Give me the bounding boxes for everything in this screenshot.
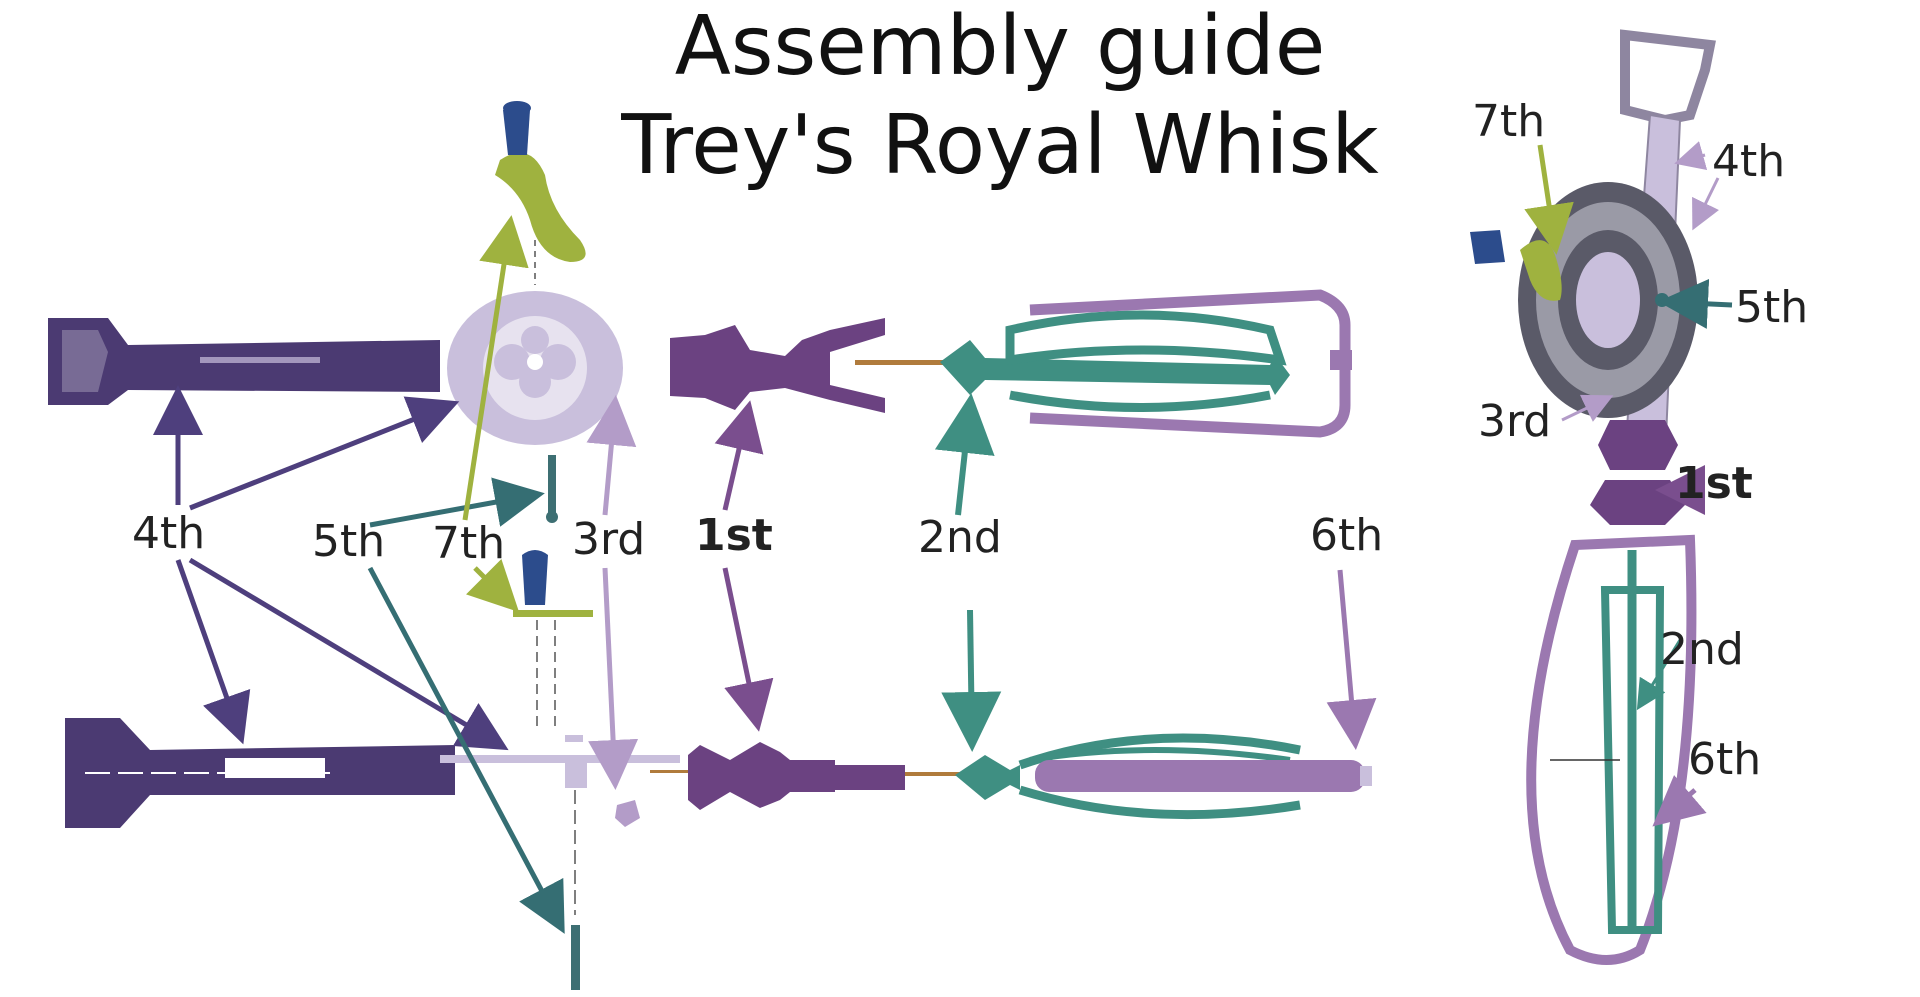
whisk-part-bottom bbox=[955, 733, 1301, 820]
label-2nd: 2nd bbox=[918, 512, 1002, 563]
label-right-7th: 7th bbox=[1472, 96, 1546, 147]
arrows-2nd bbox=[934, 393, 1002, 752]
label-right-5th: 5th bbox=[1735, 282, 1809, 333]
arrows-right bbox=[1524, 141, 1733, 827]
arrow-7th-1 bbox=[462, 215, 529, 521]
label-right-2nd: 2nd bbox=[1660, 624, 1744, 675]
label-3rd: 3rd bbox=[572, 514, 646, 565]
label-6th: 6th bbox=[1310, 510, 1384, 561]
arrows-6th bbox=[1326, 569, 1377, 750]
arrow-3rd-2 bbox=[588, 567, 639, 790]
arrow-3rd-1 bbox=[586, 395, 637, 516]
cage-part-bottom bbox=[1035, 760, 1372, 792]
label-1st: 1st bbox=[695, 510, 773, 561]
label-right-1st: 1st bbox=[1675, 458, 1753, 509]
gear-part-bottom bbox=[440, 735, 680, 788]
arrow-1st-1 bbox=[714, 400, 764, 511]
crank-part-top bbox=[495, 101, 586, 285]
assembled-whisk bbox=[1470, 29, 1716, 965]
arrow-right-7th bbox=[1524, 144, 1574, 255]
arrow-6th-1 bbox=[1326, 569, 1377, 750]
arrow-5th-1 bbox=[369, 477, 545, 528]
arrow-4th-3 bbox=[175, 559, 251, 745]
arrow-right-4th-a bbox=[1674, 141, 1708, 170]
arrow-right-3rd bbox=[1561, 394, 1614, 422]
arrow-4th-2 bbox=[189, 396, 460, 511]
crank-part-bottom bbox=[513, 550, 593, 728]
arrows-1st bbox=[714, 400, 774, 732]
gear-part-top bbox=[447, 291, 623, 445]
arrow-right-4th-b bbox=[1692, 177, 1720, 231]
arrow-2nd-2 bbox=[941, 609, 1002, 752]
whisk-part-top bbox=[940, 310, 1290, 412]
label-5th: 5th bbox=[312, 516, 386, 567]
arrows-3rd bbox=[586, 395, 639, 790]
arrow-2nd-1 bbox=[934, 393, 995, 516]
arrow-7th-2 bbox=[466, 559, 520, 613]
arrow-right-5th bbox=[1658, 278, 1733, 329]
label-right-6th: 6th bbox=[1688, 734, 1762, 785]
assembly-guide-title-line2: Trey's Royal Whisk bbox=[621, 98, 1379, 193]
arrow-right-6th bbox=[1652, 774, 1707, 827]
label-right-4th: 4th bbox=[1712, 136, 1786, 187]
arrow-5th-2 bbox=[367, 566, 565, 934]
spindle-part-top bbox=[670, 318, 945, 413]
label-4th: 4th bbox=[132, 508, 206, 559]
arrow-4th-4 bbox=[188, 557, 509, 751]
arrows-5th bbox=[367, 477, 565, 934]
arrow-1st-2 bbox=[722, 567, 774, 732]
arrows-7th bbox=[462, 215, 529, 613]
spindle-part-bottom bbox=[650, 742, 965, 810]
label-7th: 7th bbox=[432, 518, 506, 569]
pin-part-bottom bbox=[571, 790, 580, 990]
assembly-guide-title-line1: Assembly guide bbox=[674, 0, 1326, 94]
nut-part-bottom bbox=[615, 800, 640, 827]
label-right-3rd: 3rd bbox=[1478, 396, 1552, 447]
arrows-4th bbox=[153, 385, 509, 751]
handle-part-bottom bbox=[65, 718, 455, 828]
arrow-right-2nd bbox=[1636, 639, 1682, 711]
pin-part-top bbox=[546, 455, 558, 523]
cage-part-top bbox=[1029, 289, 1352, 438]
handle-part-top bbox=[48, 318, 440, 405]
